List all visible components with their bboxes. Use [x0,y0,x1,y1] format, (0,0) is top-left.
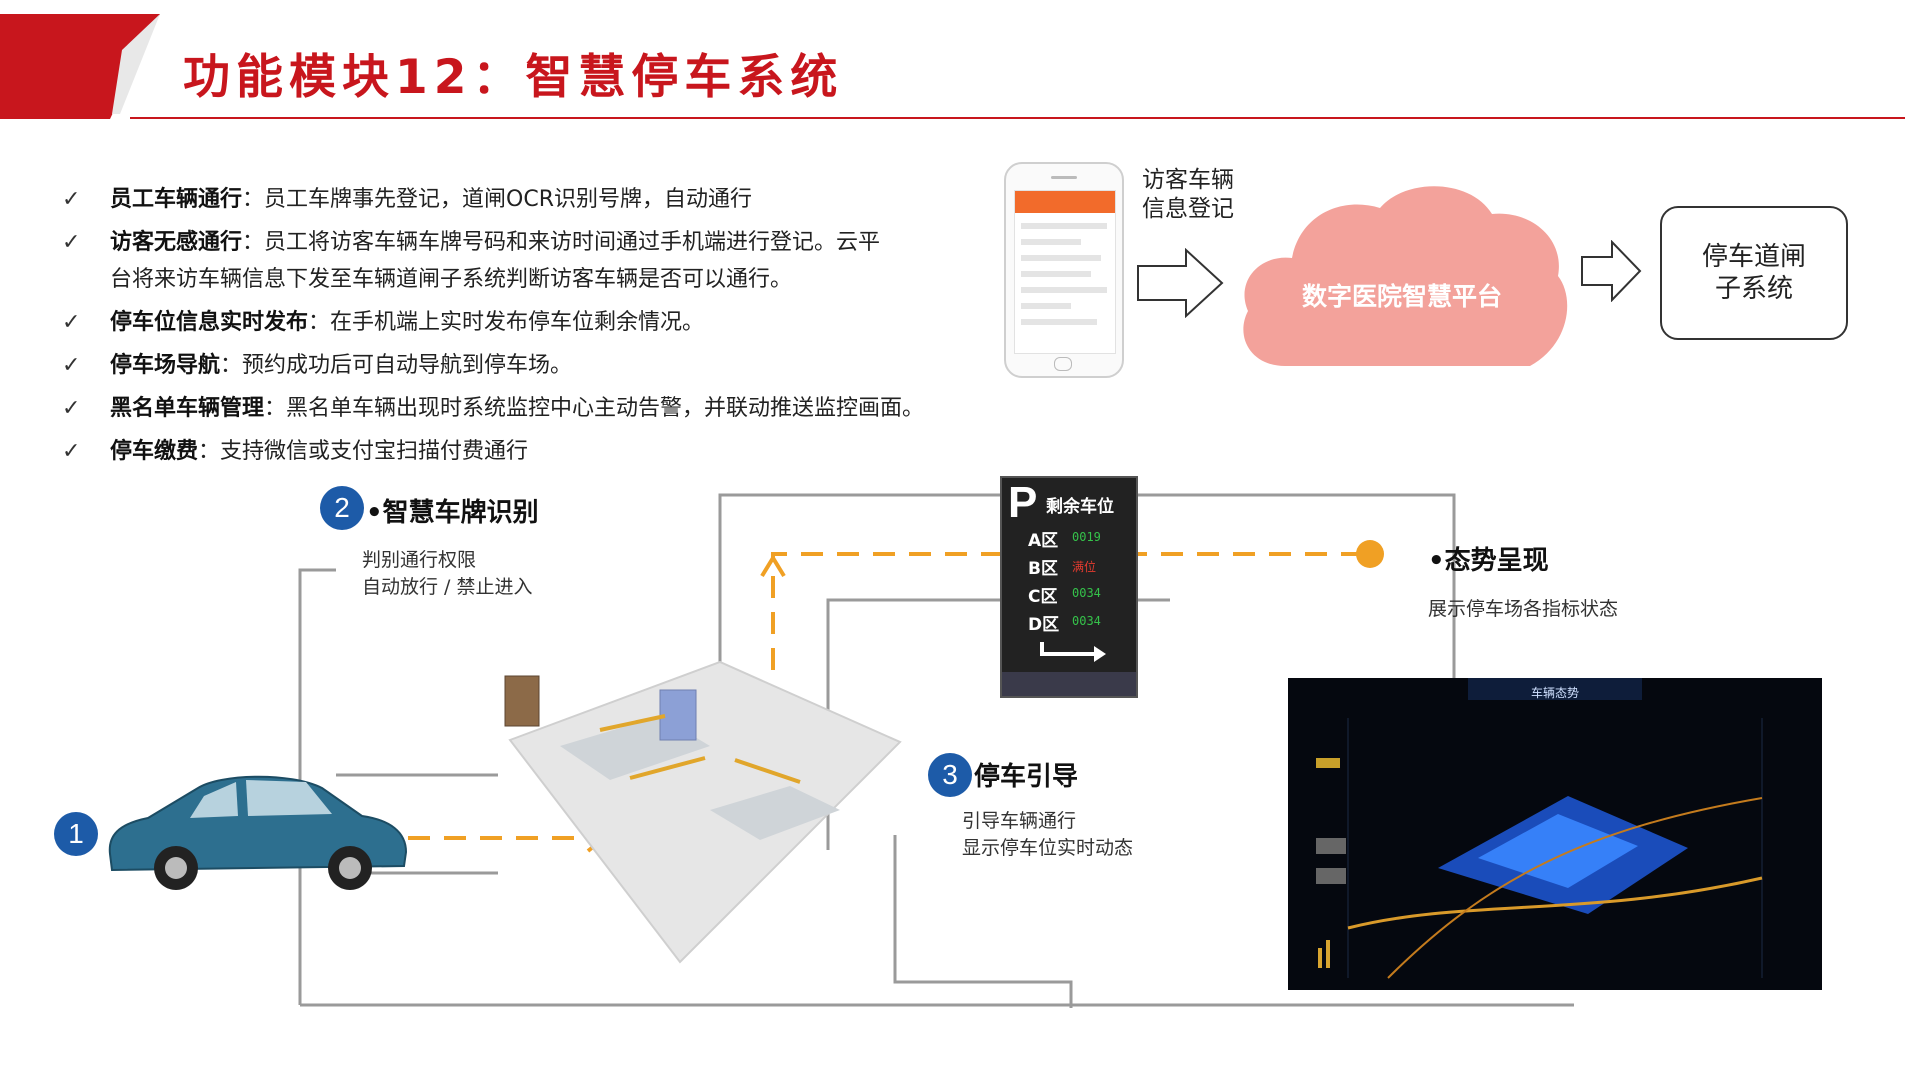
arrow-right-icon [1581,240,1642,302]
zone-value: 满位 [1072,560,1097,574]
feature-list: ✓ 员工车辆通行：员工车牌事先登记，道闸OCR识别号牌，自动通行 ✓ 访客无感通… [62,186,982,481]
arrow-right-icon [1137,248,1224,318]
section-situation-title: •态势呈现 [1428,546,1549,576]
feature-text: ：员工车牌事先登记，道闸OCR识别号牌，自动通行 [242,187,752,212]
header-corner-decoration [0,14,160,119]
check-icon: ✓ [62,353,81,378]
feature-label: 停车缴费 [110,439,199,464]
title-underline [130,117,1905,119]
car-illustration [108,775,408,890]
check-icon: ✓ [62,310,81,335]
section-guidance-text: 引导车辆通行 显示停车位实时动态 [962,810,1134,859]
section-guidance-title: 停车引导 [974,762,1079,792]
parking-availability-sign: P 剩余车位 A区 0019 B区 满位 C区 0034 D区 0034 [1000,476,1138,698]
section-situation-text: 展示停车场各指标状态 [1428,598,1619,620]
direction-arrow-icon [1040,642,1106,662]
situation-dashboard-screenshot: 车辆态势 [1288,678,1822,990]
check-icon: ✓ [62,230,81,255]
zone-value: 0019 [1072,530,1101,544]
zone-label: B区 [1028,559,1058,579]
feature-item: ✓ 停车场导航：预约成功后可自动导航到停车场。 [62,352,982,380]
zone-value: 0034 [1072,614,1101,628]
zone-value: 0034 [1072,586,1101,600]
feature-text: ：在手机端上实时发布停车位剩余情况。 [308,310,705,335]
section-plate-recognition-title: •智慧车牌识别 [366,498,539,528]
page-title: 功能模块12：智慧停车系统 [183,50,844,105]
parking-lot-illustration [504,660,902,964]
check-icon: ✓ [62,396,81,421]
feature-item: ✓ 停车位信息实时发布：在手机端上实时发布停车位剩余情况。 [62,309,982,337]
feature-label: 停车位信息实时发布 [110,310,309,335]
sign-header: 剩余车位 [1046,497,1114,517]
feature-label: 停车场导航 [110,353,221,378]
section-plate-recognition-text: 判别通行权限 自动放行 / 禁止进入 [362,549,533,598]
feature-label: 访客无感通行 [110,230,243,255]
feature-item: ✓ 黑名单车辆管理：黑名单车辆出现时系统监控中心主动告警，并联动推送监控画面。 [62,395,982,423]
step-3-badge: 3 [928,753,972,797]
zone-label: C区 [1028,587,1058,607]
feature-label: 员工车辆通行 [110,187,243,212]
feature-text: ：员工将访客车辆车牌号码和来访时间通过手机端进行登记。云平 [242,230,881,255]
check-icon: ✓ [62,439,81,464]
feature-text: ：黑名单车辆出现时系统监控中心主动告警，并联动推送监控画面。 [264,396,925,421]
visitor-registration-label: 访客车辆 信息登记 [1142,167,1234,222]
zone-label: A区 [1028,531,1059,551]
step-2-badge: 2 [320,486,364,530]
feature-text: ：支持微信或支付宝扫描付费通行 [198,439,529,464]
feature-continuation: 台将来访车辆信息下发至车辆道闸子系统判断访客车辆是否可以通行。 [110,267,793,292]
feature-item: ✓ 访客无感通行：员工将访客车辆车牌号码和来访时间通过手机端进行登记。云平 [62,229,982,257]
feature-label: 黑名单车辆管理 [110,396,265,421]
feature-item: ✓ 停车缴费：支持微信或支付宝扫描付费通行 [62,438,982,466]
parking-icon: P [1008,478,1038,527]
check-icon: ✓ [62,187,81,212]
step-1-badge: 1 [54,812,98,856]
gate-subsystem-box: 停车道闸 子系统 [1660,206,1848,340]
cloud-label: 数字医院智慧平台 [1302,282,1502,311]
cloud-platform: 数字医院智慧平台 [1243,186,1568,366]
phone-app-illustration [1004,162,1124,378]
zone-label: D区 [1028,615,1060,635]
feature-item: ✓ 员工车辆通行：员工车牌事先登记，道闸OCR识别号牌，自动通行 [62,186,982,214]
feature-text: ：预约成功后可自动导航到停车场。 [220,353,573,378]
dashboard-title: 车辆态势 [1530,686,1579,700]
